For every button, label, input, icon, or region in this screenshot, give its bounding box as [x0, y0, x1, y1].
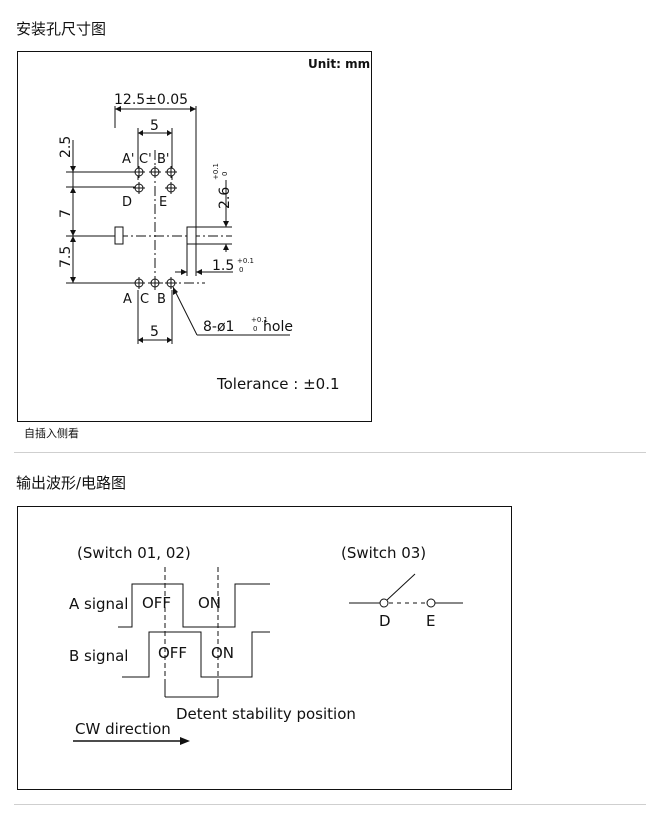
waveform-heading: 输出波形/电路图: [16, 474, 127, 492]
diagram-frame: [17, 51, 372, 422]
dim-2-6-tol: +0.1: [212, 163, 220, 180]
dim-1-5: 1.5: [212, 258, 234, 274]
mounting-hole-diagram: Unit: mm 12.5±0.05 5 2.5 7 7.5 A' C' B' …: [17, 51, 372, 422]
dim-1-5-tol: +0.1: [237, 257, 254, 265]
dim-7-5: 7.5: [58, 246, 74, 268]
b-signal-on: ON: [211, 644, 234, 662]
dim-7: 7: [58, 209, 74, 218]
unit-label: Unit: mm: [308, 57, 370, 71]
divider-1: [14, 452, 646, 453]
bottom-hole-b: [165, 277, 177, 289]
dim-overall-width: 12.5±0.05: [114, 92, 188, 108]
b-signal-off: OFF: [158, 644, 187, 662]
switch-03-title: (Switch 03): [341, 544, 426, 562]
dim-top-spacing: 5: [150, 118, 159, 134]
dim-2-6-tol2: 0: [221, 172, 229, 176]
pin-b: B: [157, 292, 166, 307]
a-signal-on: ON: [198, 594, 221, 612]
terminal-e-label: E: [426, 612, 435, 630]
cw-direction-label: CW direction: [75, 720, 171, 738]
hole-d: [133, 182, 145, 194]
slot-right: [186, 226, 197, 245]
pin-b-prime: B': [157, 152, 170, 167]
slot-left: [114, 226, 124, 245]
terminal-e: [426, 598, 436, 608]
hole-spec-tol: +0.1: [251, 316, 268, 324]
pin-c-prime: C': [139, 152, 152, 167]
waveform-frame: [17, 506, 512, 790]
top-hole-b-prime: [165, 166, 177, 178]
insertion-side-caption: 自插入侧看: [24, 427, 79, 440]
hole-e: [165, 182, 177, 194]
hole-spec-tol2: 0: [253, 325, 257, 333]
hole-spec: 8-ø1: [203, 319, 234, 335]
b-signal-label: B signal: [69, 647, 128, 665]
a-signal-off: OFF: [142, 594, 171, 612]
pin-a-prime: A': [122, 152, 134, 167]
pin-e: E: [159, 195, 167, 210]
a-signal-waveform: [118, 583, 270, 628]
pin-a: A: [123, 292, 132, 307]
waveform-diagram: (Switch 01, 02) (Switch 03) A signal OFF…: [17, 506, 512, 790]
pin-c: C: [140, 292, 149, 307]
dim-2-6: 2.6: [217, 187, 233, 209]
detent-label: Detent stability position: [176, 705, 356, 723]
top-hole-a-prime: [133, 166, 145, 178]
bottom-hole-a: [133, 277, 145, 289]
dim-bottom-spacing: 5: [150, 324, 159, 340]
switch-01-02-title: (Switch 01, 02): [77, 544, 191, 562]
pin-d: D: [122, 195, 132, 210]
mounting-hole-heading: 安装孔尺寸图: [16, 20, 107, 38]
terminal-d-label: D: [379, 612, 391, 630]
cw-arrow-icon: [180, 737, 190, 745]
terminal-d: [379, 598, 389, 608]
divider-2: [14, 804, 646, 805]
dim-2-5: 2.5: [58, 136, 74, 158]
hole-spec-suffix: hole: [263, 319, 293, 335]
tolerance-note: Tolerance : ±0.1: [216, 375, 340, 393]
a-signal-label: A signal: [69, 595, 128, 613]
bottom-hole-c: [149, 277, 161, 289]
top-hole-c-prime: [149, 166, 161, 178]
dim-1-5-tol2: 0: [239, 266, 243, 274]
b-signal-waveform: [122, 631, 270, 678]
